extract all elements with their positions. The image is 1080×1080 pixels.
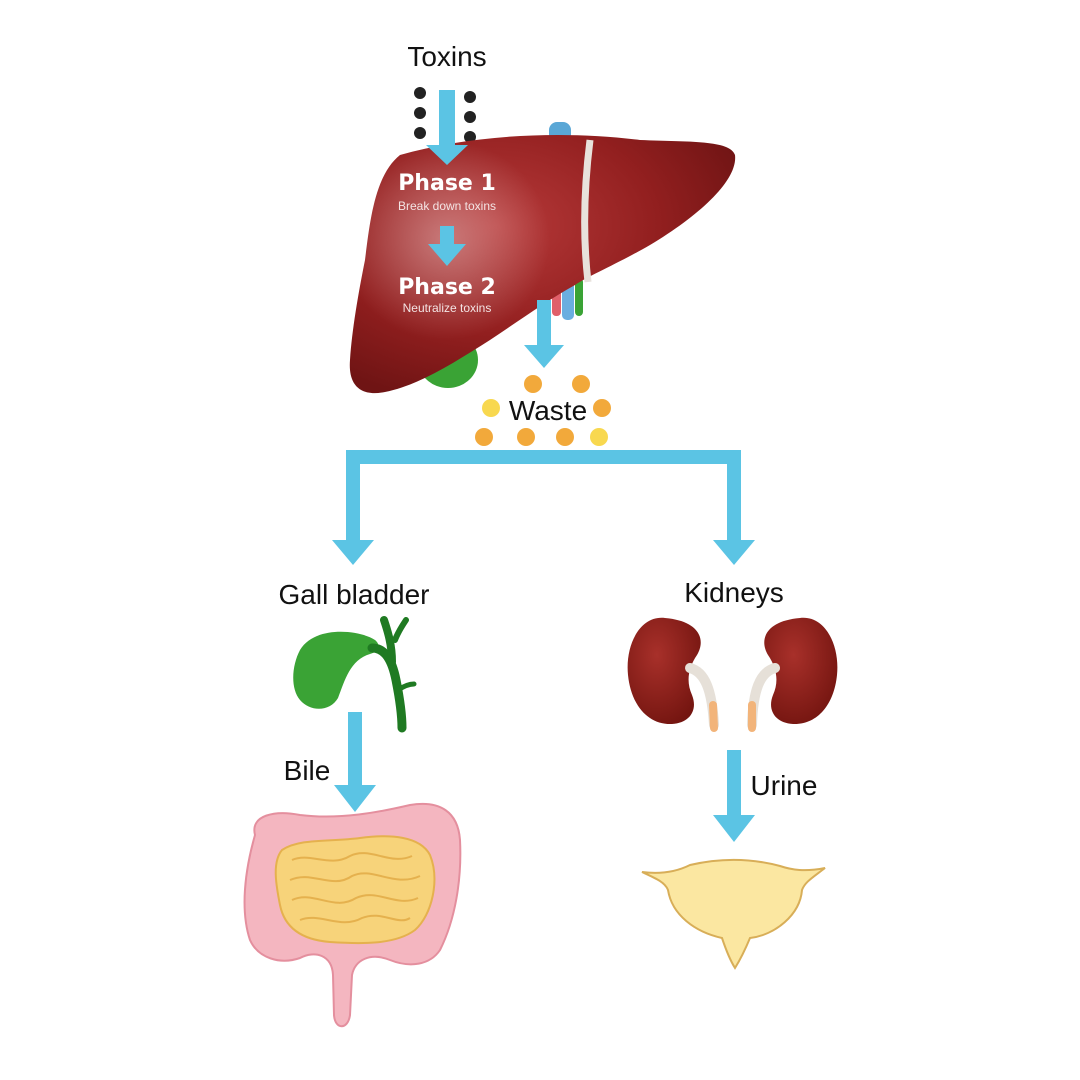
- arrows: [332, 90, 755, 842]
- gall-bladder: [293, 616, 417, 733]
- toxin-dots: [414, 87, 476, 143]
- bile-label: Bile: [284, 755, 331, 786]
- arrow-liver-waste: [524, 300, 564, 368]
- arrow-urine: [713, 750, 755, 842]
- phase1-label: Phase 1: [398, 171, 496, 196]
- waste-dots: [475, 375, 611, 446]
- bladder: [641, 858, 826, 970]
- gall-bladder-label: Gall bladder: [279, 579, 430, 610]
- arrow-bile: [334, 712, 376, 812]
- intestines: [243, 802, 462, 1028]
- kidney-right: [747, 617, 838, 732]
- waste-label: Waste: [509, 395, 587, 426]
- kidneys-label: Kidneys: [684, 577, 784, 608]
- toxins-label: Toxins: [407, 41, 486, 72]
- kidney-left: [627, 617, 719, 732]
- arrow-branch: [332, 450, 755, 565]
- phase2-sub: Neutralize toxins: [403, 301, 492, 315]
- phase1-sub: Break down toxins: [398, 199, 496, 213]
- urine-label: Urine: [751, 770, 818, 801]
- arrow-phase1-phase2: [428, 226, 466, 266]
- falciform-ligament: [581, 139, 594, 283]
- arrow-toxins: [426, 90, 468, 165]
- phase2-label: Phase 2: [398, 275, 496, 300]
